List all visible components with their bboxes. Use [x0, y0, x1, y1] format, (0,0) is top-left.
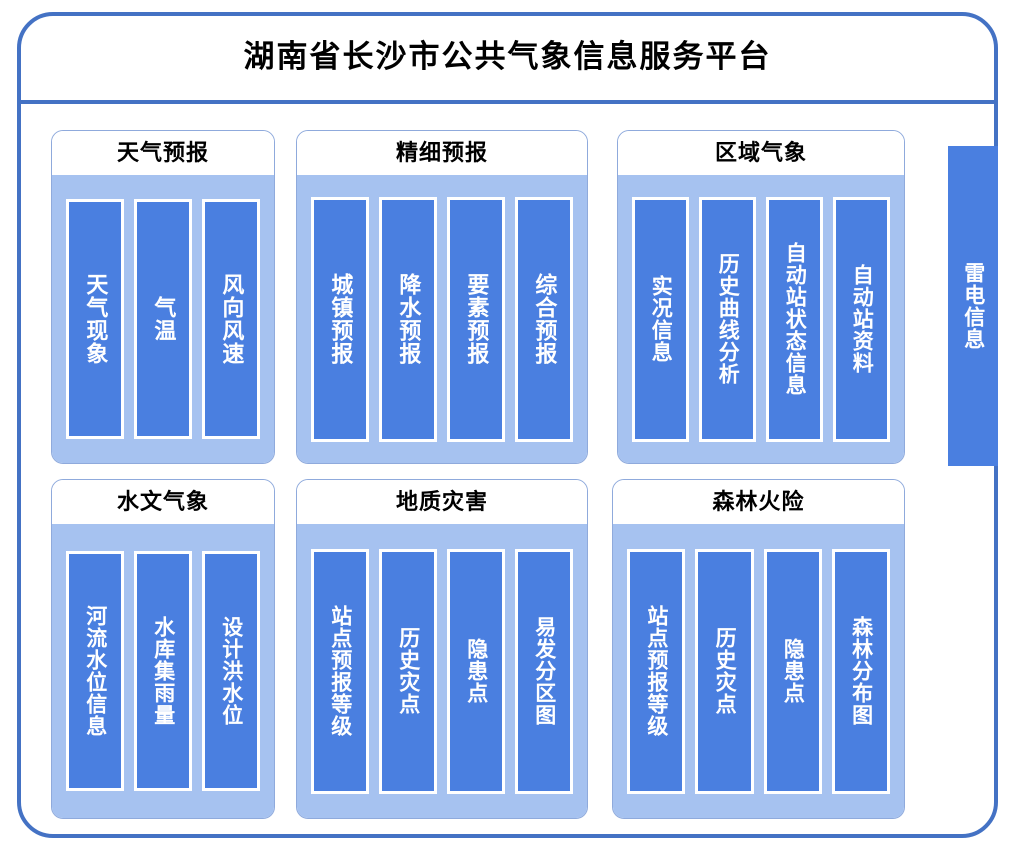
panel-hydro-meteorology[interactable]: 水文气象 河流水位信息 水库集雨量 设计洪水位 [51, 479, 275, 819]
panel-body-weather-forecast: 天气现象 气温 风向风速 [52, 175, 274, 463]
item-bar-precipitation-forecast[interactable]: 降水预报 [379, 196, 437, 442]
panel-header-fine-forecast: 精细预报 [297, 131, 587, 175]
panel-weather-forecast[interactable]: 天气预报 天气现象 气温 风向风速 [51, 130, 275, 464]
item-bar-hazard-points[interactable]: 隐患点 [447, 548, 505, 794]
item-bar-historical-disaster-points[interactable]: 历史灾点 [379, 548, 437, 794]
item-bar-comprehensive-forecast[interactable]: 综合预报 [515, 196, 573, 442]
panel-body-hydro-meteorology: 河流水位信息 水库集雨量 设计洪水位 [52, 524, 274, 818]
item-bar-design-flood-level[interactable]: 设计洪水位 [202, 551, 260, 791]
panel-body-forest-fire-risk: 站点预报等级 历史灾点 隐患点 森林分布图 [613, 524, 904, 818]
item-bar-aws-status-information[interactable]: 自动站状态信息 [766, 196, 823, 442]
item-bar-river-water-level[interactable]: 河流水位信息 [66, 551, 124, 791]
panel-title-hydro-meteorology: 水文气象 [116, 489, 209, 514]
panel-header-forest-fire-risk: 森林火险 [613, 480, 904, 524]
item-bar-forest-station-forecast-level[interactable]: 站点预报等级 [627, 548, 686, 794]
page-title: 湖南省长沙市公共气象信息服务平台 [243, 38, 772, 74]
item-bar-live-information[interactable]: 实况信息 [632, 196, 689, 442]
item-bar-reservoir-rainfall[interactable]: 水库集雨量 [134, 551, 192, 791]
item-bar-element-forecast[interactable]: 要素预报 [447, 196, 505, 442]
panel-title-geological-disaster: 地质灾害 [395, 489, 488, 514]
item-bar-wind[interactable]: 风向风速 [202, 199, 260, 439]
panel-body-regional-meteorology: 实况信息 历史曲线分析 自动站状态信息 自动站资料 [618, 175, 904, 463]
item-bar-susceptibility-zoning-map[interactable]: 易发分区图 [515, 548, 573, 794]
platform-header: 湖南省长沙市公共气象信息服务平台 [17, 12, 998, 104]
item-bar-lightning-information[interactable]: 雷电信息 [948, 146, 998, 466]
panel-forest-fire-risk[interactable]: 森林火险 站点预报等级 历史灾点 隐患点 森林分布图 [612, 479, 905, 819]
item-bar-weather-phenomena[interactable]: 天气现象 [66, 199, 124, 439]
item-bar-station-forecast-level[interactable]: 站点预报等级 [311, 548, 369, 794]
panel-title-regional-meteorology: 区域气象 [714, 140, 807, 165]
item-bar-temperature[interactable]: 气温 [134, 199, 192, 439]
panel-header-hydro-meteorology: 水文气象 [52, 480, 274, 524]
panel-title-forest-fire-risk: 森林火险 [712, 489, 805, 514]
panel-regional-meteorology[interactable]: 区域气象 实况信息 历史曲线分析 自动站状态信息 自动站资料 [617, 130, 905, 464]
panel-header-regional-meteorology: 区域气象 [618, 131, 904, 175]
item-bar-aws-data[interactable]: 自动站资料 [833, 196, 890, 442]
panel-title-weather-forecast: 天气预报 [116, 140, 209, 165]
panel-title-fine-forecast: 精细预报 [395, 140, 488, 165]
panel-header-geological-disaster: 地质灾害 [297, 480, 587, 524]
panel-header-weather-forecast: 天气预报 [52, 131, 274, 175]
panel-body-fine-forecast: 城镇预报 降水预报 要素预报 综合预报 [297, 175, 587, 463]
item-bar-forest-historical-disaster-points[interactable]: 历史灾点 [695, 548, 754, 794]
panel-geological-disaster[interactable]: 地质灾害 站点预报等级 历史灾点 隐患点 易发分区图 [296, 479, 588, 819]
panel-body-geological-disaster: 站点预报等级 历史灾点 隐患点 易发分区图 [297, 524, 587, 818]
item-bar-town-forecast[interactable]: 城镇预报 [311, 196, 369, 442]
panel-fine-forecast[interactable]: 精细预报 城镇预报 降水预报 要素预报 综合预报 [296, 130, 588, 464]
platform-frame: 湖南省长沙市公共气象信息服务平台 天气预报 天气现象 气温 风向风速 精细预报 … [17, 12, 998, 838]
item-bar-forest-hazard-points[interactable]: 隐患点 [763, 548, 822, 794]
item-bar-history-curve-analysis[interactable]: 历史曲线分析 [699, 196, 756, 442]
item-bar-forest-distribution-map[interactable]: 森林分布图 [831, 548, 890, 794]
